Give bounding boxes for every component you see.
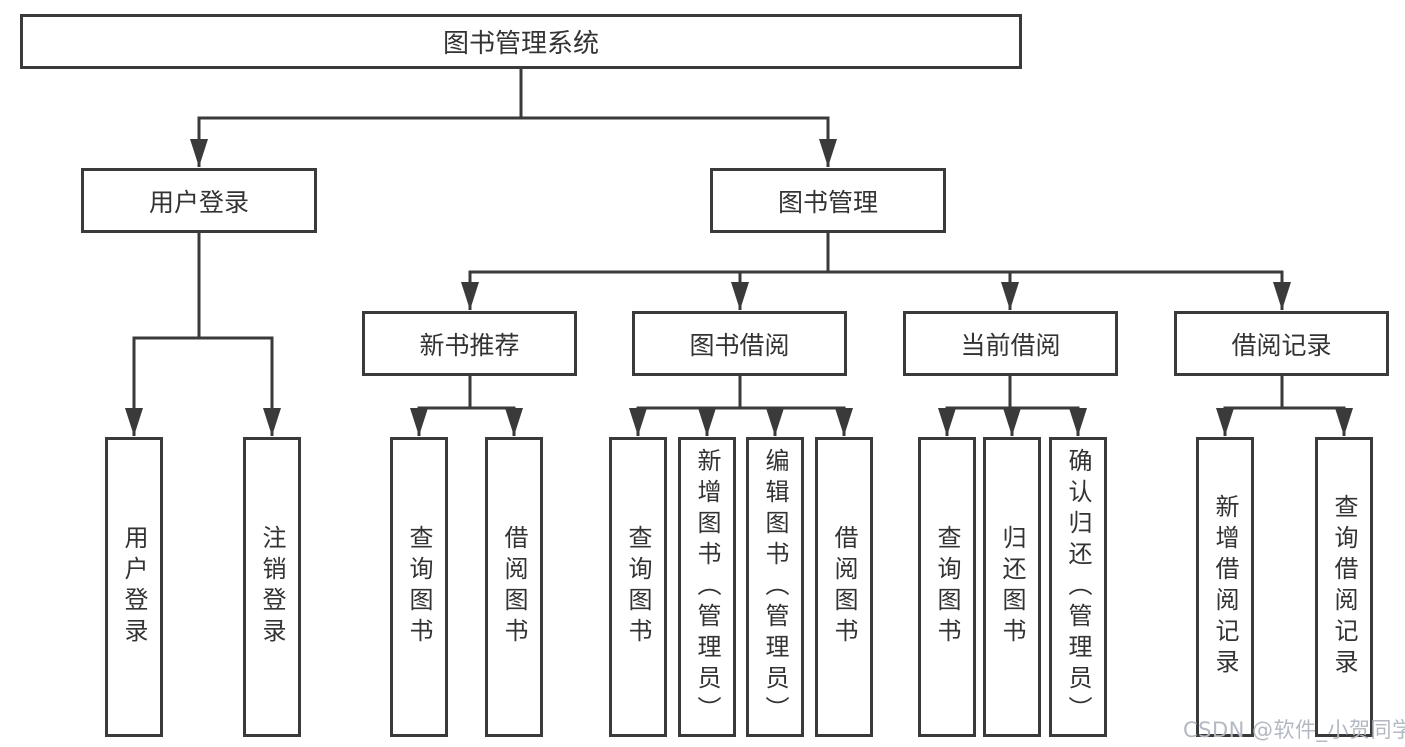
node-new-book-recommend: 新书推荐 xyxy=(362,311,577,376)
bus-book-borrow xyxy=(636,376,846,410)
leaf-add-books-admin: 新增图书（管理员） xyxy=(678,437,736,737)
leaf-query-books-current-label: 查询图书 xyxy=(933,525,961,649)
csdn-watermark: CSDN @软件_小贺同学 xyxy=(1183,718,1405,742)
node-book-borrow: 图书借阅 xyxy=(632,311,847,376)
leaf-edit-books-admin-label: 编辑图书（管理员） xyxy=(761,447,789,727)
leaf-borrow-books-recommend-label: 借阅图书 xyxy=(500,525,528,649)
node-root-system: 图书管理系统 xyxy=(20,14,1022,69)
node-current-borrow-label: 当前借阅 xyxy=(960,330,1061,360)
bus-root xyxy=(197,69,830,120)
leaf-confirm-return-admin: 确认归还（管理员） xyxy=(1049,437,1107,737)
leaf-query-books-recommend-label: 查询图书 xyxy=(405,525,433,649)
leaf-query-books-borrow-label: 查询图书 xyxy=(624,525,652,649)
leaf-logout-login-label: 注销登录 xyxy=(258,525,286,649)
node-borrow-records-label: 借阅记录 xyxy=(1231,330,1332,360)
leaf-borrow-books: 借阅图书 xyxy=(815,437,873,737)
leaf-query-books-current: 查询图书 xyxy=(918,437,976,737)
leaf-user-login-label: 用户登录 xyxy=(120,525,148,649)
bus-book-management xyxy=(468,233,1284,274)
leaf-edit-books-admin: 编辑图书（管理员） xyxy=(746,437,804,737)
leaf-query-books-recommend: 查询图书 xyxy=(390,437,448,737)
node-new-book-recommend-label: 新书推荐 xyxy=(419,330,520,360)
leaf-confirm-return-admin-label: 确认归还（管理员） xyxy=(1064,447,1092,727)
node-current-borrow: 当前借阅 xyxy=(903,311,1118,376)
leaf-return-books: 归还图书 xyxy=(983,437,1041,737)
node-root-label: 图书管理系统 xyxy=(442,29,599,59)
leaf-query-borrow-record: 查询借阅记录 xyxy=(1315,437,1373,737)
bus-borrow-records xyxy=(1223,376,1346,410)
leaf-add-books-admin-label: 新增图书（管理员） xyxy=(693,447,721,727)
node-book-management: 图书管理 xyxy=(710,168,946,233)
bus-user-login xyxy=(132,233,274,340)
bus-new-book xyxy=(417,376,516,410)
leaf-logout-login: 注销登录 xyxy=(243,437,301,737)
leaf-return-books-label: 归还图书 xyxy=(998,525,1026,649)
node-user-login: 用户登录 xyxy=(81,168,317,233)
node-borrow-records: 借阅记录 xyxy=(1174,311,1389,376)
leaf-borrow-books-recommend: 借阅图书 xyxy=(485,437,543,737)
leaf-borrow-books-label: 借阅图书 xyxy=(830,525,858,649)
leaf-add-borrow-record: 新增借阅记录 xyxy=(1196,437,1254,737)
node-book-borrow-label: 图书借阅 xyxy=(689,330,790,360)
node-book-management-label: 图书管理 xyxy=(777,187,878,217)
leaf-user-login: 用户登录 xyxy=(105,437,163,737)
bus-current-borrow xyxy=(945,376,1080,410)
leaf-add-borrow-record-label: 新增借阅记录 xyxy=(1211,494,1239,680)
leaf-query-books-borrow: 查询图书 xyxy=(609,437,667,737)
leaf-query-borrow-record-label: 查询借阅记录 xyxy=(1330,494,1358,680)
node-user-login-label: 用户登录 xyxy=(148,187,249,217)
